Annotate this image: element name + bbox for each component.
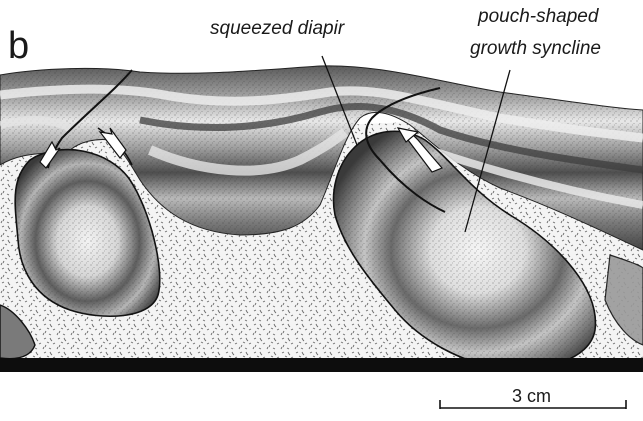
scale-bar-label: 3 cm <box>512 386 551 406</box>
model-base <box>0 358 643 372</box>
panel-letter: b <box>8 25 29 67</box>
scale-bar: 3 cm <box>440 386 626 409</box>
label-pouch-shaped: pouch-shaped <box>477 6 600 27</box>
label-growth-syncline: growth syncline <box>470 38 601 59</box>
label-squeezed-diapir: squeezed diapir <box>210 18 345 39</box>
